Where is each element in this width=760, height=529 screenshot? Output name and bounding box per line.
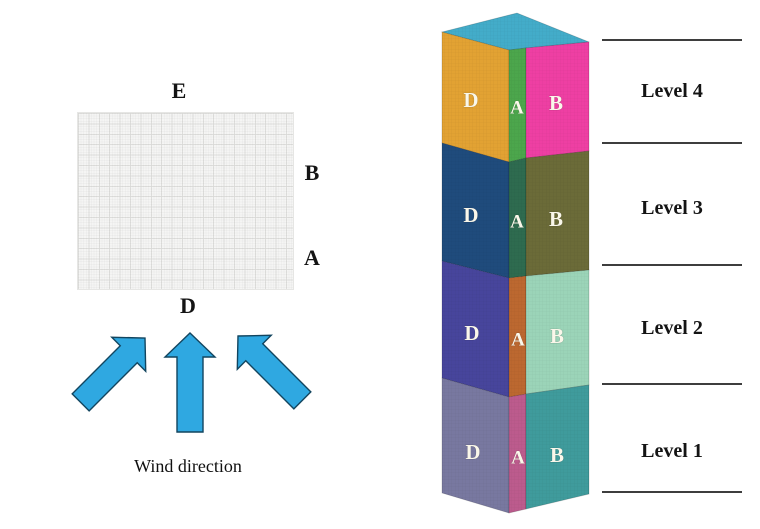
- level-line-2-1: [602, 383, 742, 385]
- tower-level4-letter-b: B: [549, 91, 563, 115]
- tower-level1-letter-d: D: [465, 440, 480, 464]
- tower-level3-letter-d: D: [463, 203, 478, 227]
- wind-arrow-left: [71, 336, 147, 412]
- level-line-top: [602, 39, 742, 41]
- plan-label-b: B: [304, 160, 320, 185]
- tower-level3-letter-b: B: [549, 207, 563, 231]
- wind-direction-label: Wind direction: [134, 456, 242, 476]
- wind-arrow-right: [236, 334, 312, 410]
- wind-arrow-center: [163, 332, 217, 433]
- wind-arrow-center-shape: [163, 332, 217, 433]
- level-line-3-2: [602, 264, 742, 266]
- tower-level2-letter-d: D: [464, 321, 479, 345]
- level-label-1: Level 1: [641, 440, 703, 462]
- tower-level1-letter-b: B: [550, 443, 564, 467]
- plan-label-a: A: [304, 245, 320, 270]
- level-label-4: Level 4: [641, 80, 703, 102]
- level-line-4-3: [602, 142, 742, 144]
- level-label-2: Level 2: [641, 317, 703, 339]
- wind-arrow-left-shape: [71, 336, 147, 412]
- tower-level2-letter-a: A: [511, 330, 525, 351]
- plan-label-d: D: [180, 293, 196, 318]
- tower-level1-letter-a: A: [511, 448, 525, 469]
- tower-level2-letter-b: B: [550, 324, 564, 348]
- tower-level3-letter-a: A: [510, 212, 524, 233]
- level-line-bottom: [602, 491, 742, 493]
- wind-arrow-right-shape: [236, 334, 312, 410]
- tower-level4-letter-d: D: [463, 88, 478, 112]
- plan-grid: [77, 112, 294, 290]
- tower-level4-letter-a: A: [510, 98, 524, 119]
- tower-mesh-overlay: [442, 13, 589, 513]
- plan-label-e: E: [171, 78, 187, 103]
- level-label-3: Level 3: [641, 197, 703, 219]
